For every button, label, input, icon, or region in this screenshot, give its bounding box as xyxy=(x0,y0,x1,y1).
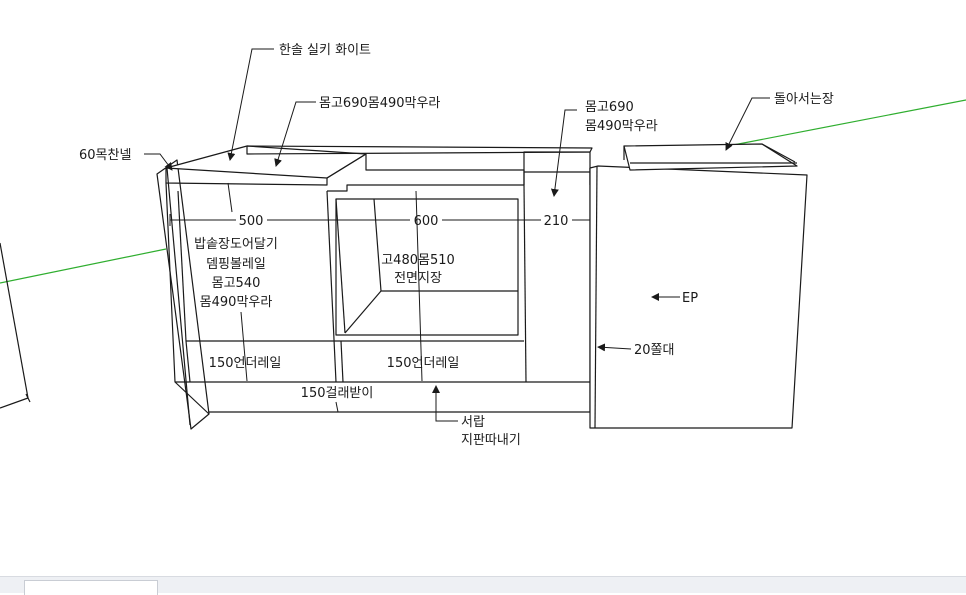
green-axis-lines xyxy=(0,99,966,284)
label-hansol-silky-white: 한솔 실키 화이트 xyxy=(279,43,371,58)
label-ep: EP xyxy=(682,291,698,306)
leader-lines xyxy=(144,48,770,422)
label-turning-cabinet: 돌아서는장 xyxy=(774,92,834,107)
label-left-cabinet-4: 몸490막우라 xyxy=(200,295,273,310)
green-axis-right xyxy=(727,99,966,147)
status-bar xyxy=(0,576,966,595)
ep-panel xyxy=(589,165,808,429)
center-recess-top xyxy=(326,153,525,192)
label-body-490: 몸490막우라 xyxy=(585,119,658,134)
center-cabinet-frame xyxy=(335,198,519,336)
label-kickboard: 150걸래받이 xyxy=(301,386,374,401)
label-60-channel: 60목찬넬 xyxy=(79,148,131,163)
cabinet-linework xyxy=(156,143,808,430)
dimension-210: 210 xyxy=(544,214,569,229)
label-drawer-2: 지판따내기 xyxy=(461,433,521,448)
status-tab[interactable] xyxy=(24,580,158,595)
turning-cabinet-top xyxy=(623,143,798,171)
drawing-labels: 한솔 실키 화이트 몸고690몸490막우라 몸고690 몸490막우라 돌아서… xyxy=(79,43,834,448)
label-left-cabinet-2: 뎀핑볼레일 xyxy=(206,257,266,272)
label-drawer-1: 서랍 xyxy=(461,415,485,430)
top-slab-left xyxy=(165,145,367,179)
label-left-cabinet-3: 몸고540 xyxy=(212,276,261,291)
label-body-690-490-left: 몸고690몸490막우라 xyxy=(319,96,440,111)
label-20-filler: 20쫄대 xyxy=(634,343,674,358)
label-body-690: 몸고690 xyxy=(585,100,634,115)
left-partial-object xyxy=(0,242,31,409)
dimension-line xyxy=(169,214,591,226)
dimension-500: 500 xyxy=(239,214,264,229)
right-top-block xyxy=(523,151,591,185)
label-center-cabinet-2: 전면지장 xyxy=(394,271,442,286)
label-center-cabinet-1: 고480몸510 xyxy=(381,253,455,268)
label-under-rail-left: 150언더레일 xyxy=(209,356,282,371)
label-left-cabinet-1: 밥솥장도어달기 xyxy=(194,237,278,252)
left-cabinet-door xyxy=(177,190,187,342)
label-under-rail-right: 150언더레일 xyxy=(387,356,460,371)
cabinet-drawing-canvas: 한솔 실키 화이트 몸고690몸490막우라 몸고690 몸490막우라 돌아서… xyxy=(0,43,966,448)
green-axis-left xyxy=(0,248,167,284)
dimension-600: 600 xyxy=(414,214,439,229)
